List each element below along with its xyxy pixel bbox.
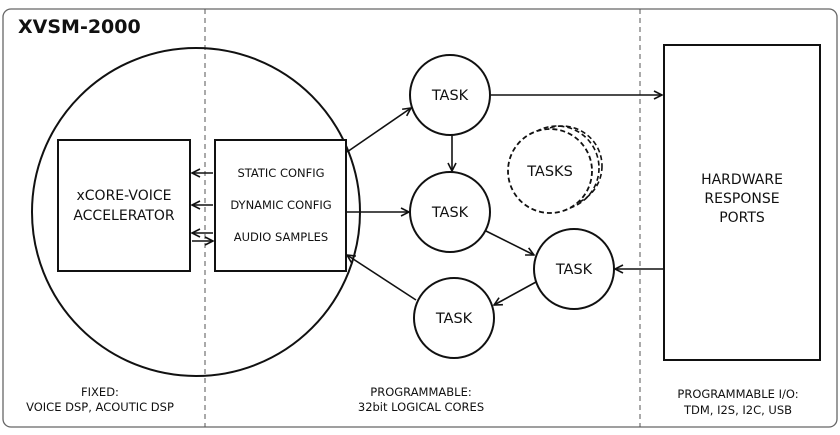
task-label-right: TASK [555, 262, 593, 278]
fixed-section-caption-line1: FIXED: [81, 385, 119, 399]
hardware-label-line3: PORTS [719, 210, 765, 226]
io-section-caption-line2: TDM, I2S, I2C, USB [683, 403, 792, 417]
hardware-label-line2: RESPONSE [704, 191, 779, 207]
task-node-middle [409, 171, 491, 253]
tasks-group-label: TASKS [526, 164, 573, 180]
config-box [214, 139, 347, 272]
task-label-top: TASK [431, 88, 469, 104]
accelerator-label-line1: xCORE-VOICE [77, 188, 172, 204]
dynamic-config-label: DYNAMIC CONFIG [230, 198, 331, 212]
diagram-title: XVSM-2000 [18, 16, 141, 38]
task-node-top [409, 54, 491, 136]
accelerator-box [57, 139, 191, 272]
programmable-section-caption-line1: PROGRAMMABLE: [370, 385, 471, 399]
task-label-bottom: TASK [435, 311, 473, 327]
task-bottom-to-config-arrow [347, 255, 417, 301]
audio-samples-label: AUDIO SAMPLES [234, 230, 328, 244]
task-right-to-bottom-arrow [494, 281, 537, 305]
fixed-section-caption-line2: VOICE DSP, ACOUTIC DSP [26, 400, 174, 414]
programmable-section-caption-line2: 32bit LOGICAL CORES [358, 400, 484, 414]
accelerator-label-line2: ACCELERATOR [73, 208, 175, 224]
hardware-label-line1: HARDWARE [701, 172, 783, 188]
hardware-response-ports-box [663, 44, 821, 361]
outer-frame [2, 8, 838, 428]
static-config-label: STATIC CONFIG [237, 166, 324, 180]
tasks-group-dashed-ring-1 [507, 128, 593, 214]
config-to-task-top-arrow [346, 108, 411, 153]
task-node-bottom [413, 277, 495, 359]
io-section-caption-line1: PROGRAMMABLE I/O: [677, 387, 798, 401]
task-middle-to-right-arrow [485, 230, 534, 255]
task-label-middle: TASK [431, 205, 469, 221]
